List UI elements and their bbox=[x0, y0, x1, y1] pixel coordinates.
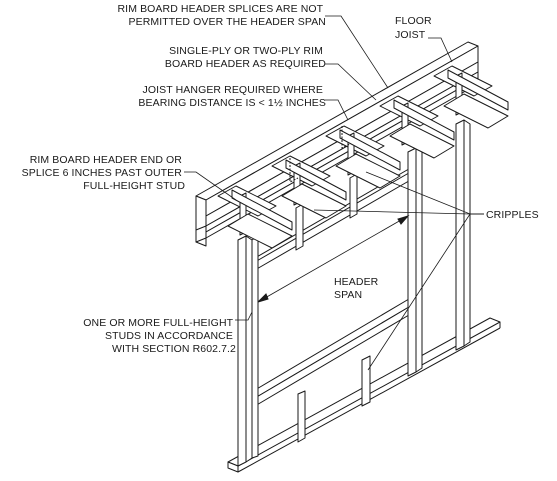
cripple-1 bbox=[295, 203, 304, 251]
sill-face bbox=[254, 303, 415, 407]
stud-middle-bottom bbox=[297, 390, 306, 443]
joist-hanger bbox=[289, 126, 351, 183]
header-span-label: HEADER SPAN bbox=[334, 276, 381, 301]
floor-joist-4 bbox=[379, 95, 455, 159]
annotations: RIM BOARD HEADER SPLICES ARE NOT PERMITT… bbox=[22, 3, 539, 355]
full-height-stud-right-2 bbox=[455, 119, 465, 351]
wall-framing bbox=[195, 41, 509, 473]
cripples-label: CRIPPLES bbox=[486, 209, 539, 221]
floor-joist-label: FLOOR JOIST bbox=[395, 15, 435, 41]
ply-note: SINGLE-PLY OR TWO-PLY RIM BOARD HEADER A… bbox=[165, 45, 326, 70]
top-plate-end bbox=[195, 225, 207, 243]
hanger-note: JOIST HANGER REQUIRED WHERE BEARING DIST… bbox=[138, 84, 326, 109]
studs-note: ONE OR MORE FULL-HEIGHT STUDS IN ACCORDA… bbox=[83, 317, 236, 355]
end-note: RIM BOARD HEADER END OR SPLICE 6 INCHES … bbox=[22, 154, 186, 192]
floor-joist-5 bbox=[433, 65, 509, 129]
leader-lines bbox=[184, 15, 484, 371]
full-height-stud-left-outer bbox=[237, 235, 247, 467]
stud-cripple-bottom bbox=[361, 355, 371, 407]
full-height-stud-right-1-side bbox=[415, 147, 423, 373]
splice-note: RIM BOARD HEADER SPLICES ARE NOT PERMITT… bbox=[118, 3, 327, 28]
header-span-dimension bbox=[257, 215, 410, 303]
full-height-stud-left-inner bbox=[251, 235, 259, 459]
full-height-stud-right-2-side bbox=[463, 119, 471, 347]
full-height-stud-left-outer-side bbox=[245, 235, 253, 463]
floor-joist-2 bbox=[271, 155, 347, 219]
full-height-stud-right-1 bbox=[407, 147, 417, 377]
floor-joist-1 bbox=[217, 185, 293, 249]
